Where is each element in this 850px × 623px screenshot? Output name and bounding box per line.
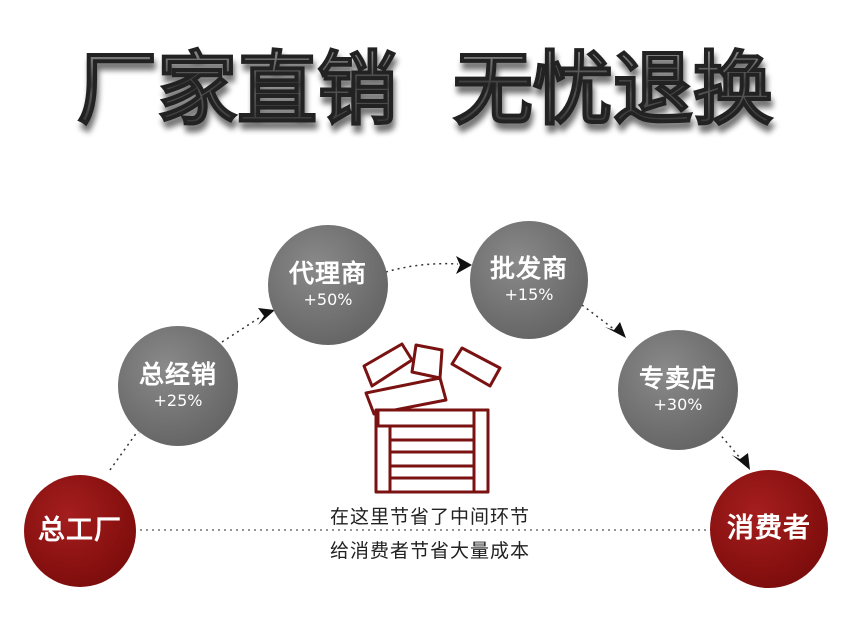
node-consumer-name: 消费者 <box>727 513 811 544</box>
headline: 厂家直销 无忧退换 <box>0 22 850 152</box>
arrow-store-to-consumer <box>717 431 741 459</box>
node-agent: 代理商 +50% <box>268 225 388 345</box>
node-agent-name: 代理商 <box>288 259 367 288</box>
node-distributor-name: 总经销 <box>138 360 217 389</box>
node-store-name: 专卖店 <box>638 364 717 393</box>
arrowhead-5 <box>732 453 750 470</box>
save-character-graphic <box>362 342 502 494</box>
node-factory: 总工厂 <box>24 475 136 587</box>
headline-text: 厂家直销 无忧退换 <box>77 43 773 136</box>
node-distributor-markup: +25% <box>153 391 203 410</box>
node-wholesaler: 批发商 +15% <box>470 221 588 339</box>
savings-note-line-2: 给消费者节省大量成本 <box>329 540 530 562</box>
node-consumer: 消费者 <box>710 470 828 588</box>
arrow-factory-to-distributor <box>109 427 141 471</box>
node-agent-markup: +50% <box>303 290 353 309</box>
savings-note-line-1: 在这里节省了中间环节 <box>329 506 530 528</box>
arrow-agent-to-wholesaler <box>385 262 459 273</box>
arrowhead-4 <box>605 322 626 338</box>
node-wholesaler-markup: +15% <box>504 285 554 304</box>
arrowhead-3 <box>456 256 472 274</box>
arrow-distributor-to-agent <box>221 315 263 343</box>
arrowhead-2 <box>258 308 275 325</box>
arrow-wholesaler-to-store <box>581 304 616 331</box>
node-factory-name: 总工厂 <box>38 515 122 546</box>
headline-art: 厂家直销 无忧退换 <box>76 42 773 137</box>
node-distributor: 总经销 +25% <box>118 326 238 446</box>
node-store-markup: +30% <box>653 395 703 414</box>
node-store: 专卖店 +30% <box>618 330 738 450</box>
node-wholesaler-name: 批发商 <box>489 254 568 283</box>
